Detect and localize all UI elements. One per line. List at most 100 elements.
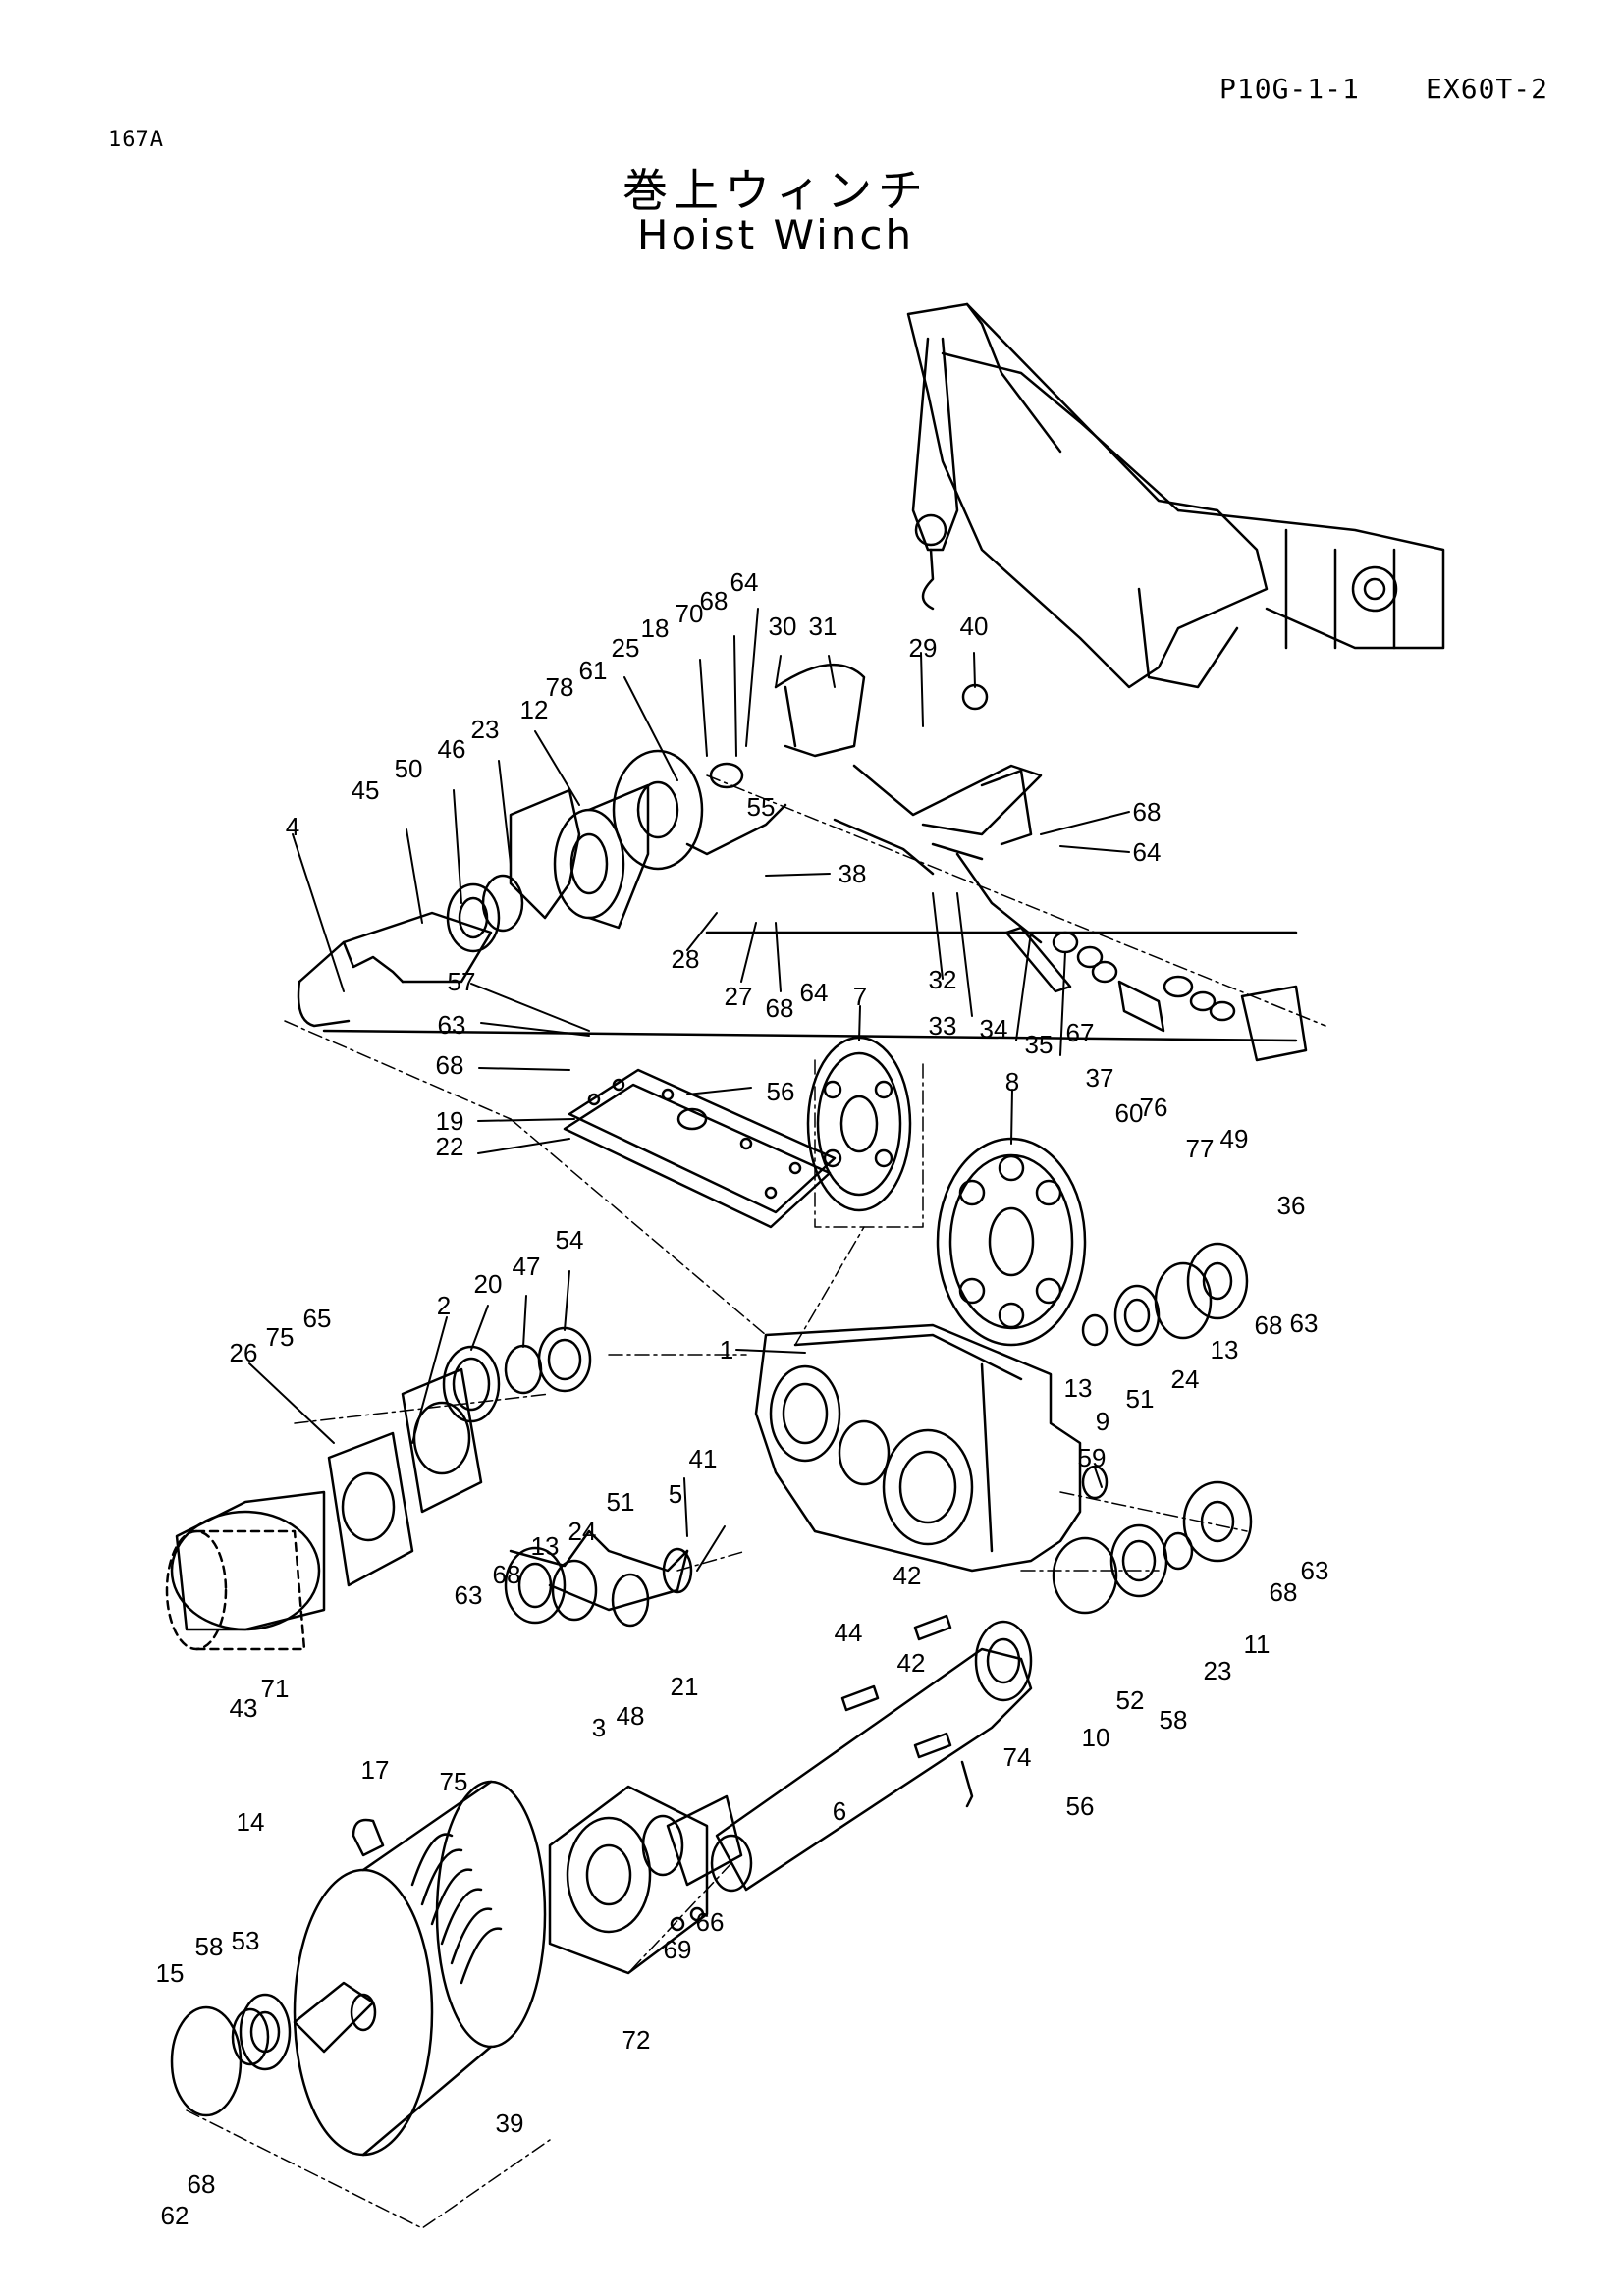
part-number-label: 78	[545, 672, 574, 702]
part-number-label: 10	[1081, 1723, 1110, 1752]
part-number-label: 39	[495, 2109, 524, 2138]
part-number-label: 27	[724, 982, 753, 1011]
part-number-label: 70	[675, 599, 704, 628]
drum-shaft	[710, 1614, 1033, 1893]
part-number-label: 53	[231, 1926, 260, 1955]
part-number-label: 46	[437, 734, 466, 764]
hydraulic-motor	[165, 1529, 306, 1651]
title-japanese: 巻上ウィンチ	[622, 164, 929, 217]
part-number-label: 68	[1132, 797, 1162, 827]
part-number-label: 68	[1269, 1577, 1298, 1607]
part-number-label: 11	[1243, 1629, 1271, 1659]
part-number-label: 40	[959, 612, 989, 641]
part-number-label: 68	[435, 1050, 464, 1080]
title-english: Hoist Winch	[636, 211, 915, 259]
part-number-label: 61	[578, 656, 608, 685]
part-number-label: 41	[688, 1444, 718, 1473]
part-number-label: 24	[568, 1517, 597, 1546]
gear-case-body	[754, 1323, 1082, 1573]
part-number-label: 50	[394, 754, 423, 783]
part-number-label: 35	[1024, 1030, 1054, 1059]
part-number-label: 63	[437, 1010, 466, 1040]
part-number-label: 51	[1125, 1384, 1155, 1414]
part-number-label: 68	[492, 1560, 521, 1589]
part-number-label: 68	[1254, 1310, 1283, 1340]
part-number-label: 76	[1139, 1093, 1168, 1122]
part-number-label: 22	[435, 1132, 464, 1161]
part-number-label: 63	[1300, 1556, 1329, 1585]
part-number-label: 64	[799, 978, 829, 1007]
drum-flange-assembly	[548, 1785, 743, 1975]
part-number-label: 2	[436, 1291, 452, 1320]
part-number-label: 65	[302, 1304, 332, 1333]
output-bearing-assembly	[1052, 1242, 1253, 1615]
part-number-label: 60	[1114, 1098, 1144, 1128]
part-number-label: 75	[265, 1322, 295, 1352]
drum-end-cover	[170, 1993, 292, 2117]
part-number-label: 66	[695, 1907, 725, 1937]
part-number-label: 54	[555, 1225, 584, 1255]
part-number-label: 59	[1077, 1443, 1107, 1472]
part-number-label: 29	[908, 633, 938, 663]
part-number-label: 75	[439, 1767, 468, 1796]
part-number-label: 37	[1085, 1063, 1114, 1093]
page-reference: P10G-1-1	[1219, 73, 1360, 105]
part-number-label: 13	[1063, 1373, 1093, 1403]
part-number-label: 28	[671, 944, 700, 974]
part-number-label: 4	[285, 812, 300, 841]
part-number-label: 6	[832, 1796, 847, 1826]
part-number-label: 42	[893, 1561, 922, 1590]
part-number-label: 71	[260, 1674, 290, 1703]
part-number-label: 3	[591, 1713, 607, 1742]
part-number-label: 62	[160, 2201, 189, 2230]
sheet-number: 167A	[108, 128, 164, 152]
part-number-label: 63	[454, 1580, 483, 1610]
part-number-label: 13	[1210, 1335, 1239, 1364]
part-number-label: 13	[530, 1531, 560, 1561]
part-number-label: 57	[447, 967, 476, 996]
part-number-label: 47	[512, 1252, 541, 1281]
part-number-label: 68	[699, 586, 729, 615]
part-number-label: 49	[1219, 1124, 1249, 1153]
part-number-label: 58	[1159, 1705, 1188, 1735]
part-number-label: 69	[663, 1935, 692, 1964]
part-number-label: 45	[351, 775, 380, 805]
part-number-label: 30	[768, 612, 797, 641]
part-number-label: 74	[1002, 1742, 1032, 1772]
part-number-label: 72	[622, 2025, 651, 2055]
part-number-label: 31	[808, 612, 838, 641]
part-number-label: 48	[616, 1701, 645, 1731]
part-number-label: 67	[1065, 1018, 1095, 1047]
gear-7	[806, 1036, 912, 1212]
part-number-label: 20	[473, 1269, 503, 1299]
part-number-label: 68	[187, 2169, 216, 2199]
part-number-label: 51	[606, 1487, 635, 1517]
part-number-label: 23	[470, 715, 500, 744]
part-number-label: 44	[834, 1618, 863, 1647]
part-number-label: 58	[194, 1932, 224, 1961]
part-number-label: 18	[640, 614, 670, 643]
part-number-label: 12	[519, 695, 549, 724]
part-number-label: 77	[1185, 1134, 1215, 1163]
part-number-label: 8	[1004, 1067, 1020, 1096]
assembly-reference-lines	[186, 774, 1326, 2229]
part-number-label: 52	[1115, 1685, 1145, 1715]
part-number-label: 5	[668, 1479, 683, 1509]
part-number-label: 32	[928, 965, 957, 994]
part-number-label: 21	[670, 1672, 699, 1701]
model-code: EX60T-2	[1426, 73, 1549, 105]
part-number-label: 24	[1170, 1364, 1200, 1394]
part-number-label: 43	[229, 1693, 258, 1723]
motor-flange-assembly	[170, 1326, 592, 1631]
part-number-label: 14	[236, 1807, 265, 1837]
crane-boom-overview	[906, 302, 1445, 689]
part-number-label: 9	[1095, 1407, 1110, 1436]
part-number-label: 64	[730, 567, 759, 597]
part-number-label: 68	[765, 993, 794, 1023]
part-number-label: 17	[360, 1755, 390, 1785]
part-number-label: 15	[155, 1958, 185, 1988]
rod-spring-assembly	[322, 842, 1308, 1062]
part-number-label: 55	[746, 792, 776, 822]
part-number-label: 26	[229, 1338, 258, 1367]
